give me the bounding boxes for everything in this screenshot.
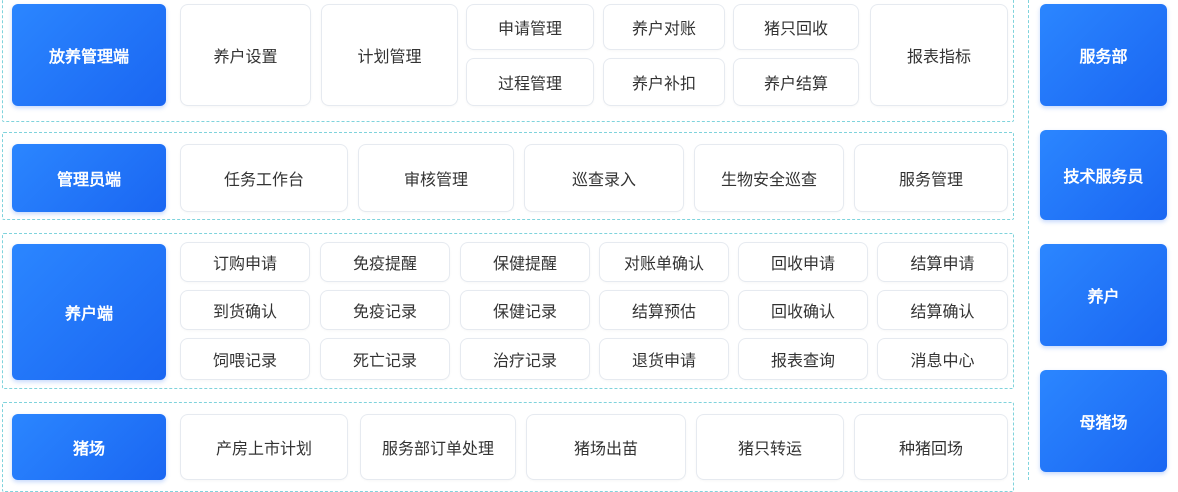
card-guocheng-guanli[interactable]: 过程管理 [466,58,594,106]
card-baobiao-chaxun[interactable]: 报表查询 [738,338,868,380]
card-siwei-jilu[interactable]: 饲喂记录 [180,338,310,380]
card-xuncha-luru[interactable]: 巡查录入 [524,144,684,212]
card-yanghu-shezhi[interactable]: 养户设置 [180,4,311,106]
card-huishou-shenqing[interactable]: 回收申请 [738,242,868,282]
section-admin [2,132,1014,220]
card-mianyi-tixing[interactable]: 免疫提醒 [320,242,450,282]
card-baojian-tixing[interactable]: 保健提醒 [460,242,590,282]
card-zhuzhi-huishou[interactable]: 猪只回收 [733,4,859,50]
card-tuihuo-shenqing[interactable]: 退货申请 [599,338,729,380]
section-fangyang [2,0,1014,122]
card-fuwubu-dingdan-chuli[interactable]: 服务部订单处理 [360,414,516,480]
divider-line [1028,0,1029,480]
card-xiaoxi-zhongxin[interactable]: 消息中心 [877,338,1008,380]
role-yanghu: 养户 [1040,244,1167,346]
card-siwang-jilu[interactable]: 死亡记录 [320,338,450,380]
card-duizhangdan-queren[interactable]: 对账单确认 [599,242,729,282]
card-jiesuan-yugu[interactable]: 结算预估 [599,290,729,330]
row-label-pigfarm: 猪场 [12,414,166,480]
card-yanghu-duizhang[interactable]: 养户对账 [603,4,725,50]
role-jishu-fuwuyuan: 技术服务员 [1040,130,1167,220]
card-shengwu-anquan-xuncha[interactable]: 生物安全巡查 [694,144,844,212]
card-baobiao-zhibiao[interactable]: 报表指标 [870,4,1008,106]
card-mianyi-jilu[interactable]: 免疫记录 [320,290,450,330]
card-shenhe-guanli[interactable]: 审核管理 [358,144,514,212]
role-muzhuchang: 母猪场 [1040,370,1167,472]
card-zhongzhu-huichang[interactable]: 种猪回场 [854,414,1008,480]
card-yanghu-jiesuan[interactable]: 养户结算 [733,58,859,106]
card-fuwu-guanli[interactable]: 服务管理 [854,144,1008,212]
row-label-farmer: 养户端 [12,244,166,380]
card-zhiliao-jilu[interactable]: 治疗记录 [460,338,590,380]
row-label-fangyang: 放养管理端 [12,4,166,106]
card-yanghu-bukou[interactable]: 养户补扣 [603,58,725,106]
section-farmer [2,233,1014,389]
card-baojian-jilu[interactable]: 保健记录 [460,290,590,330]
card-huishou-queren[interactable]: 回收确认 [738,290,868,330]
card-jiesuan-shenqing[interactable]: 结算申请 [877,242,1008,282]
row-label-admin: 管理员端 [12,144,166,212]
card-dinggou-shenqing[interactable]: 订购申请 [180,242,310,282]
card-jihua-guanli[interactable]: 计划管理 [321,4,458,106]
card-zhuchang-chumiao[interactable]: 猪场出苗 [526,414,686,480]
card-daohuo-queren[interactable]: 到货确认 [180,290,310,330]
role-fuwubu: 服务部 [1040,4,1167,106]
card-shenqing-guanli[interactable]: 申请管理 [466,4,594,50]
card-jiesuan-queren[interactable]: 结算确认 [877,290,1008,330]
card-renwu-gongzuotai[interactable]: 任务工作台 [180,144,348,212]
card-chanfang-shangshi-jihua[interactable]: 产房上市计划 [180,414,348,480]
card-zhuzhi-zhuanyun[interactable]: 猪只转运 [696,414,844,480]
